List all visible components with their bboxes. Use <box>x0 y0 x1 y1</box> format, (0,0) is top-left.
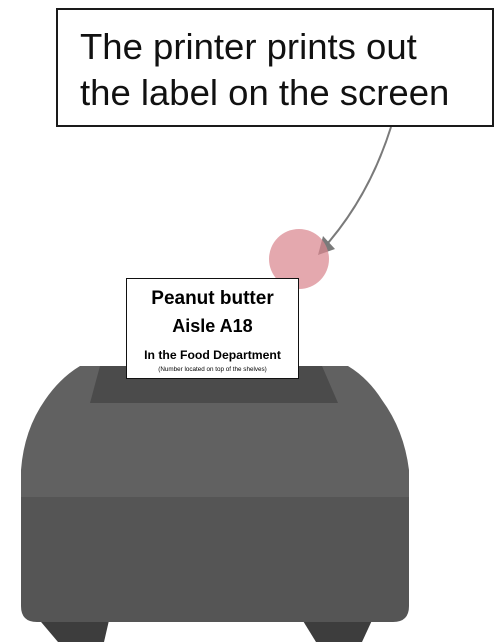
label-aisle: Aisle A18 <box>127 315 298 337</box>
callout-line-1: The printer prints out <box>80 24 492 70</box>
callout-box: The printer prints out the label on the … <box>56 8 494 127</box>
printed-label: Peanut butter Aisle A18 In the Food Depa… <box>126 278 299 379</box>
label-department: In the Food Department <box>127 348 298 362</box>
label-product-name: Peanut butter <box>127 288 298 310</box>
printer-body <box>21 497 409 622</box>
callout-line-2: the label on the screen <box>80 70 492 116</box>
curved-arrow-icon <box>320 127 391 252</box>
label-note: (Number located on top of the shelves) <box>127 366 298 374</box>
